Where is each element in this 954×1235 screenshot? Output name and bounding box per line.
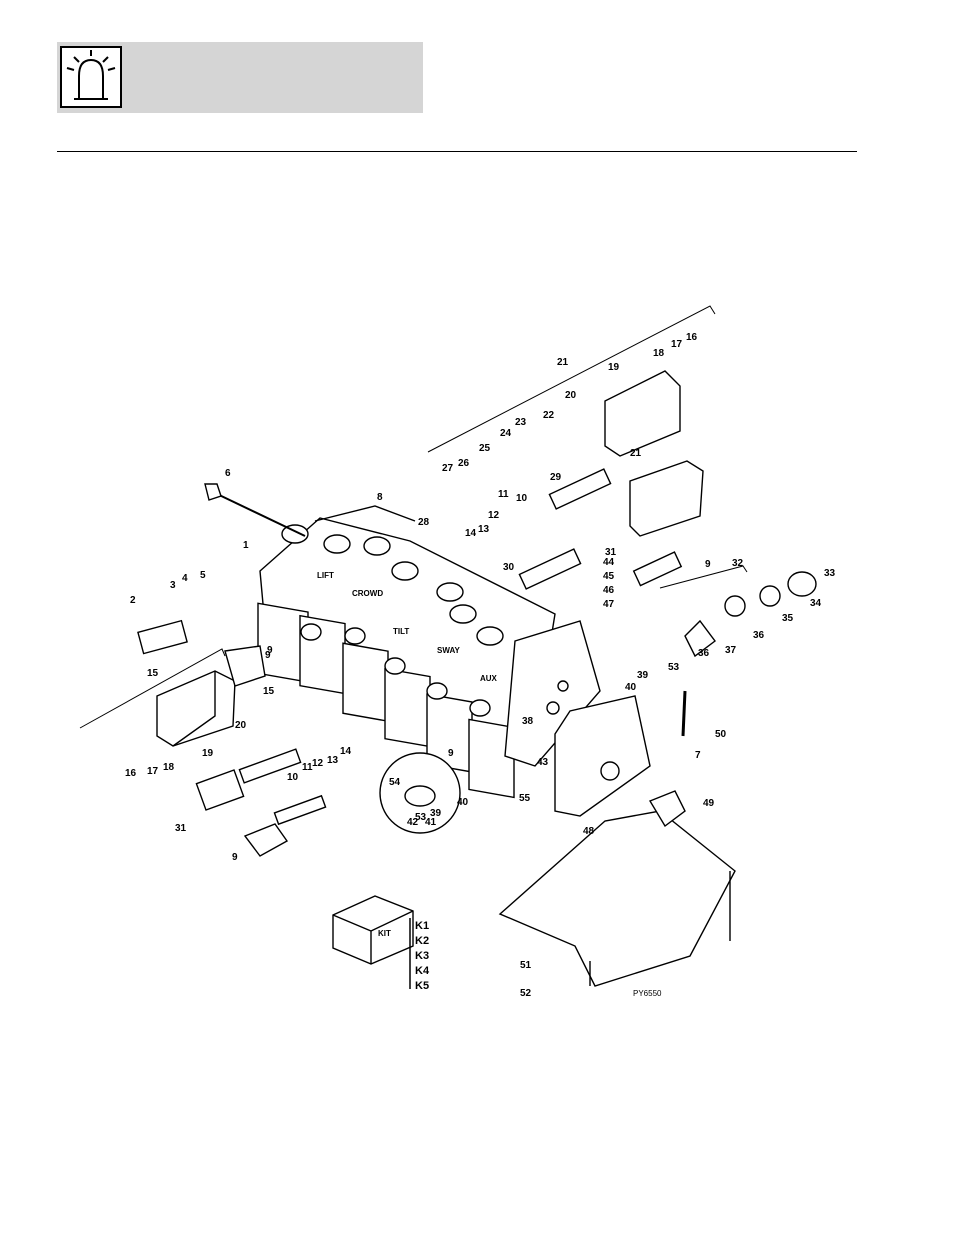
- callout: 54: [389, 777, 401, 788]
- callout: 32: [732, 558, 744, 569]
- callout: 40: [457, 797, 469, 808]
- callout: 11: [498, 489, 509, 500]
- callout: 24: [500, 428, 512, 439]
- warning-beacon-icon: [60, 46, 122, 108]
- callout: 41: [425, 817, 437, 828]
- callout: 43: [537, 757, 549, 768]
- callout: 9: [705, 559, 711, 570]
- kit-item: K5: [415, 980, 429, 992]
- callout: 50: [715, 729, 727, 740]
- callout: 4: [182, 573, 188, 584]
- callout: 1: [243, 540, 249, 551]
- section-label-tilt: TILT: [393, 627, 409, 636]
- callout: 18: [653, 348, 665, 359]
- callout: 14: [340, 746, 352, 757]
- callout: 14: [465, 528, 477, 539]
- exploded-valve-diagram: LIFT CROWD TILT SWAY AUX KIT K1 K2 K3 K4…: [75, 296, 850, 1016]
- callout: 10: [287, 772, 299, 783]
- callout: 3: [170, 580, 176, 591]
- callout: 13: [478, 524, 490, 535]
- callout: 23: [515, 417, 527, 428]
- kit-item: K1: [415, 920, 429, 932]
- callout: 9: [448, 748, 454, 759]
- valve-bank: [138, 371, 816, 986]
- callout: 36: [753, 630, 765, 641]
- callout: 5: [200, 570, 206, 581]
- callout: 8: [377, 492, 383, 503]
- callout: 53: [668, 662, 680, 673]
- callout: 9: [265, 650, 271, 661]
- callout: 31: [175, 823, 187, 834]
- callout: 37: [725, 645, 737, 656]
- callout: 36: [698, 648, 710, 659]
- callout: 19: [608, 362, 620, 373]
- callout: 29: [550, 472, 562, 483]
- callout: 49: [703, 798, 715, 809]
- kit-item: K4: [415, 965, 430, 977]
- callout: 55: [519, 793, 531, 804]
- callout: 20: [565, 390, 577, 401]
- callout: 17: [671, 339, 683, 350]
- callout: 40: [625, 682, 637, 693]
- section-label-lift: LIFT: [317, 571, 334, 580]
- callout: 16: [125, 768, 137, 779]
- callout: 52: [520, 988, 532, 999]
- callout: 47: [603, 599, 615, 610]
- callout: 26: [458, 458, 470, 469]
- callout: 27: [442, 463, 454, 474]
- callout: 21: [630, 448, 642, 459]
- callout: 53: [415, 812, 427, 823]
- kit-item: K3: [415, 950, 429, 962]
- callout: 7: [695, 750, 701, 761]
- callout: 34: [810, 598, 822, 609]
- callout: 12: [488, 510, 500, 521]
- callout: 22: [543, 410, 555, 421]
- figure-code: PY6550: [633, 989, 662, 998]
- callout: 9: [232, 852, 238, 863]
- callout: 51: [520, 960, 532, 971]
- callout: 35: [782, 613, 794, 624]
- callout: 25: [479, 443, 491, 454]
- callout: 2: [130, 595, 136, 606]
- section-label-crowd: CROWD: [352, 589, 383, 598]
- callout: 15: [263, 686, 275, 697]
- callout: 13: [327, 755, 339, 766]
- kit-list: K1 K2 K3 K4 K5: [415, 920, 430, 992]
- kit-box-label: KIT: [378, 929, 391, 938]
- callout: 6: [225, 468, 231, 479]
- callout: 45: [603, 571, 615, 582]
- header-rule: [57, 151, 857, 152]
- callout: 44: [603, 557, 615, 568]
- callout: 30: [503, 562, 515, 573]
- callout: 19: [202, 748, 214, 759]
- callout: 18: [163, 762, 175, 773]
- callout: 28: [418, 517, 430, 528]
- callout: 38: [522, 716, 534, 727]
- callout: 39: [637, 670, 649, 681]
- callout: 10: [516, 493, 528, 504]
- section-label-aux: AUX: [480, 674, 498, 683]
- section-label-sway: SWAY: [437, 646, 460, 655]
- callout: 15: [147, 668, 159, 679]
- kit-item: K2: [415, 935, 429, 947]
- callout: 48: [583, 826, 595, 837]
- callout: 21: [557, 357, 569, 368]
- callout: 12: [312, 758, 324, 769]
- callout: 16: [686, 332, 698, 343]
- callout: 33: [824, 568, 836, 579]
- callout: 46: [603, 585, 615, 596]
- callout: 20: [235, 720, 247, 731]
- callout: 17: [147, 766, 159, 777]
